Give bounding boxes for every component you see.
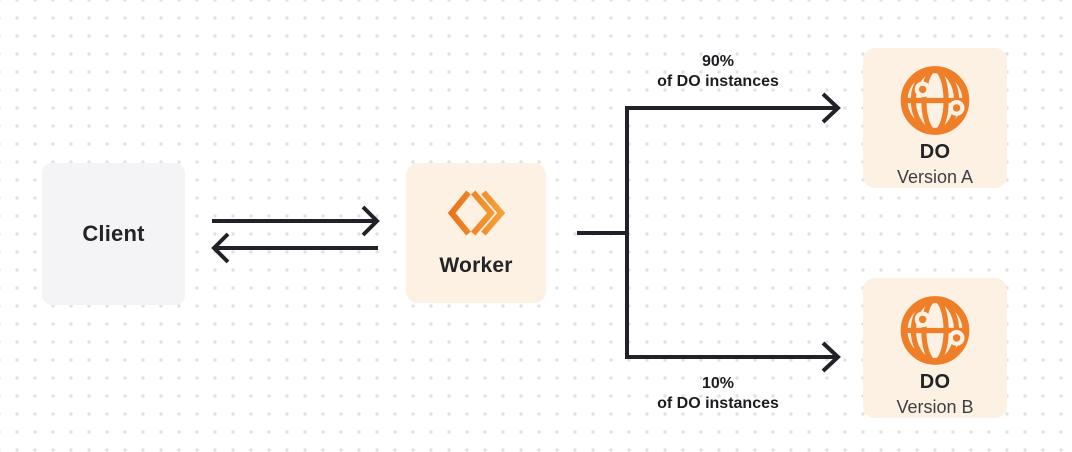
workers-chevrons-icon: [447, 190, 505, 236]
worker-node: Worker: [406, 163, 546, 303]
branch-split-line: [577, 92, 841, 373]
do-b-title: DO: [919, 371, 951, 393]
durable-object-version-a-node: DO Version A: [863, 48, 1007, 188]
globe-icon: [900, 66, 970, 135]
branch-bottom-caption: of DO instances: [657, 395, 779, 412]
arrowhead-to-do-a-icon: [821, 92, 841, 124]
arrowhead-to-do-b-icon: [821, 341, 841, 373]
arrow-worker-to-client: [211, 232, 378, 264]
client-node: Client: [42, 163, 185, 305]
branch-label-top: 90% of DO instances: [608, 52, 828, 92]
worker-label: Worker: [439, 254, 513, 277]
durable-object-version-b-node: DO Version B: [863, 278, 1007, 418]
globe-icon: [900, 296, 970, 365]
do-b-subtitle: Version B: [896, 397, 974, 417]
do-a-subtitle: Version A: [896, 167, 974, 187]
client-label: Client: [82, 221, 145, 246]
branch-top-caption: of DO instances: [657, 73, 779, 90]
branch-label-bottom: 10% of DO instances: [608, 374, 828, 414]
branch-top-percent: 90%: [701, 53, 735, 70]
arrow-client-to-worker: [212, 205, 380, 237]
branch-bottom-percent: 10%: [701, 375, 735, 392]
arrowhead-right-icon: [361, 205, 380, 237]
do-a-title: DO: [919, 141, 951, 163]
arrowhead-left-icon: [211, 232, 230, 264]
